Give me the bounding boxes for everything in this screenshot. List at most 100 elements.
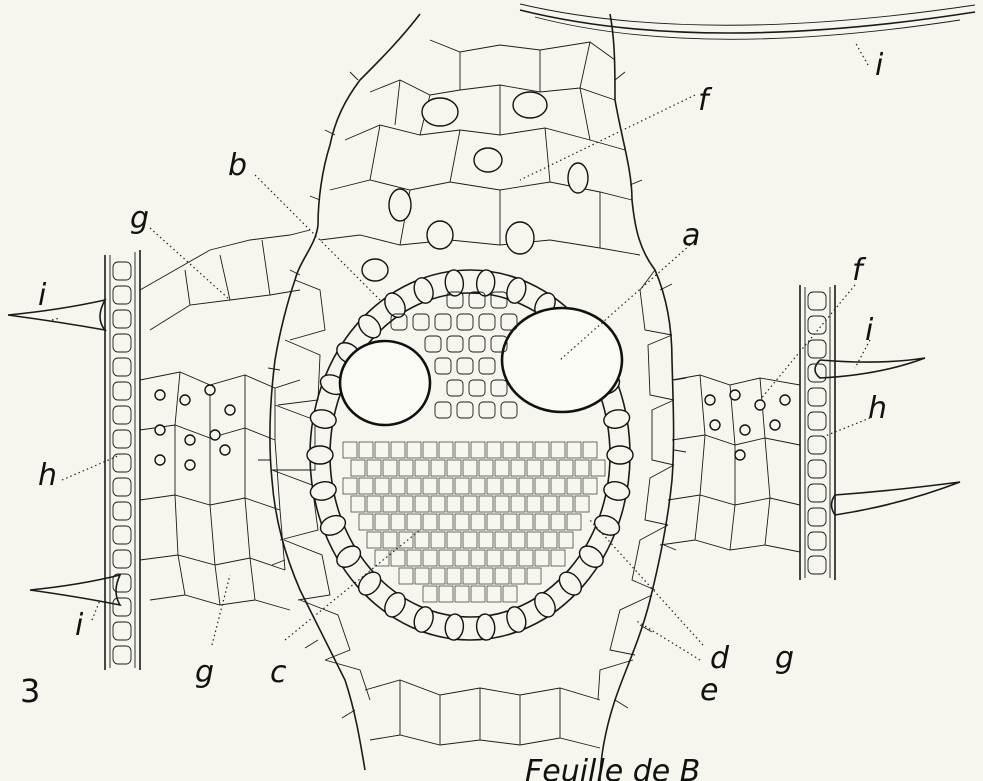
xylem-cell [491, 292, 507, 308]
phloem-cell [511, 496, 525, 512]
leader-g-top [150, 228, 230, 300]
phloem-cell [535, 514, 549, 530]
phloem-cell [407, 442, 421, 458]
epidermal-cell [808, 364, 826, 382]
phloem-cell [423, 514, 437, 530]
xylem-cell [479, 402, 495, 418]
leader-i-left-top [52, 318, 60, 320]
epidermal-cell [808, 292, 826, 310]
endodermis-cell [381, 289, 410, 321]
epidermal-cell [808, 436, 826, 454]
phloem-cell [559, 496, 573, 512]
phloem-cell [343, 442, 357, 458]
mesophyll-cell-lumen [155, 425, 165, 435]
endodermis-cell [444, 613, 465, 641]
phloem-cell [455, 478, 469, 494]
phloem-cell [567, 478, 581, 494]
epidermal-cell [808, 532, 826, 550]
phloem-cell [495, 532, 509, 548]
endodermis-cell [354, 568, 385, 599]
phloem-cell [591, 460, 605, 476]
epidermal-cell [113, 502, 131, 520]
epidermal-cell [113, 406, 131, 424]
xylem-cell [413, 314, 429, 330]
xylem-region [340, 292, 622, 425]
phloem-cell [423, 550, 437, 566]
label-i-top: i [875, 48, 884, 83]
epidermal-cell [113, 310, 131, 328]
epidermal-cell [808, 508, 826, 526]
phloem-cell [455, 514, 469, 530]
phloem-cell [367, 532, 381, 548]
phloem-cell [391, 550, 405, 566]
upper-epidermis-arc [520, 4, 975, 39]
phloem-cell [495, 568, 509, 584]
phloem-cell [519, 478, 533, 494]
phloem-cell [535, 478, 549, 494]
epidermal-cell [113, 550, 131, 568]
mesophyll-cell-lumen [210, 430, 220, 440]
phloem-cell [551, 550, 565, 566]
label-i-right: i [865, 313, 874, 348]
leader-lines [52, 42, 870, 660]
endodermis-cell [504, 604, 529, 634]
xylem-cell [491, 380, 507, 396]
mesophyll-cell-lumen [735, 450, 745, 460]
phloem-cell [543, 532, 557, 548]
phloem-cell [375, 478, 389, 494]
phloem-cell [479, 460, 493, 476]
label-b: b [228, 148, 247, 183]
epidermal-cell [113, 286, 131, 304]
leader-h-right [820, 418, 870, 438]
mesophyll-cell-lumen [710, 420, 720, 430]
mesophyll-cell-lumen [205, 385, 215, 395]
phloem-cell [439, 586, 453, 602]
phloem-cell [375, 550, 389, 566]
epidermal-cell [113, 526, 131, 544]
endodermis-cell [317, 512, 348, 539]
phloem-cell [471, 514, 485, 530]
xylem-cell [469, 336, 485, 352]
phloem-cell [527, 496, 541, 512]
mesophyll-cell-lumen [780, 395, 790, 405]
phloem-cell [367, 496, 381, 512]
endodermis-cell [381, 589, 410, 621]
endodermis-cell [354, 311, 385, 342]
phloem-cell [407, 478, 421, 494]
phloem-cell [391, 478, 405, 494]
xylem-cell [435, 402, 451, 418]
label-g-top: g [130, 201, 149, 236]
left-lamina [8, 230, 310, 670]
phloem-cell [447, 496, 461, 512]
phloem-cell [431, 496, 445, 512]
xylem-cell [457, 314, 473, 330]
phloem-cell [415, 532, 429, 548]
endodermis-cell [309, 479, 338, 502]
endodermis-cell [307, 446, 333, 464]
endodermis-cell [576, 542, 608, 572]
mesophyll-cell-lumen [730, 390, 740, 400]
epidermal-cell [808, 484, 826, 502]
mesophyll-cell-lumen [155, 455, 165, 465]
phloem-cell [527, 568, 541, 584]
leader-i-top [855, 42, 868, 65]
phloem-cell [447, 568, 461, 584]
label-c: c [270, 655, 287, 690]
phloem-cell [439, 514, 453, 530]
epidermal-cell [113, 478, 131, 496]
phloem-cell [511, 460, 525, 476]
phloem-cell [431, 568, 445, 584]
phloem-cell [359, 514, 373, 530]
leader-b [255, 175, 380, 300]
xylem-cell [425, 336, 441, 352]
phloem-cell [551, 478, 565, 494]
phloem-cell [519, 442, 533, 458]
endodermis-cell [531, 589, 560, 621]
label-e: e [700, 673, 718, 708]
xylem-cell [447, 336, 463, 352]
phloem-cell [559, 460, 573, 476]
phloem-cell [559, 532, 573, 548]
label-g-bottom: g [195, 655, 214, 690]
